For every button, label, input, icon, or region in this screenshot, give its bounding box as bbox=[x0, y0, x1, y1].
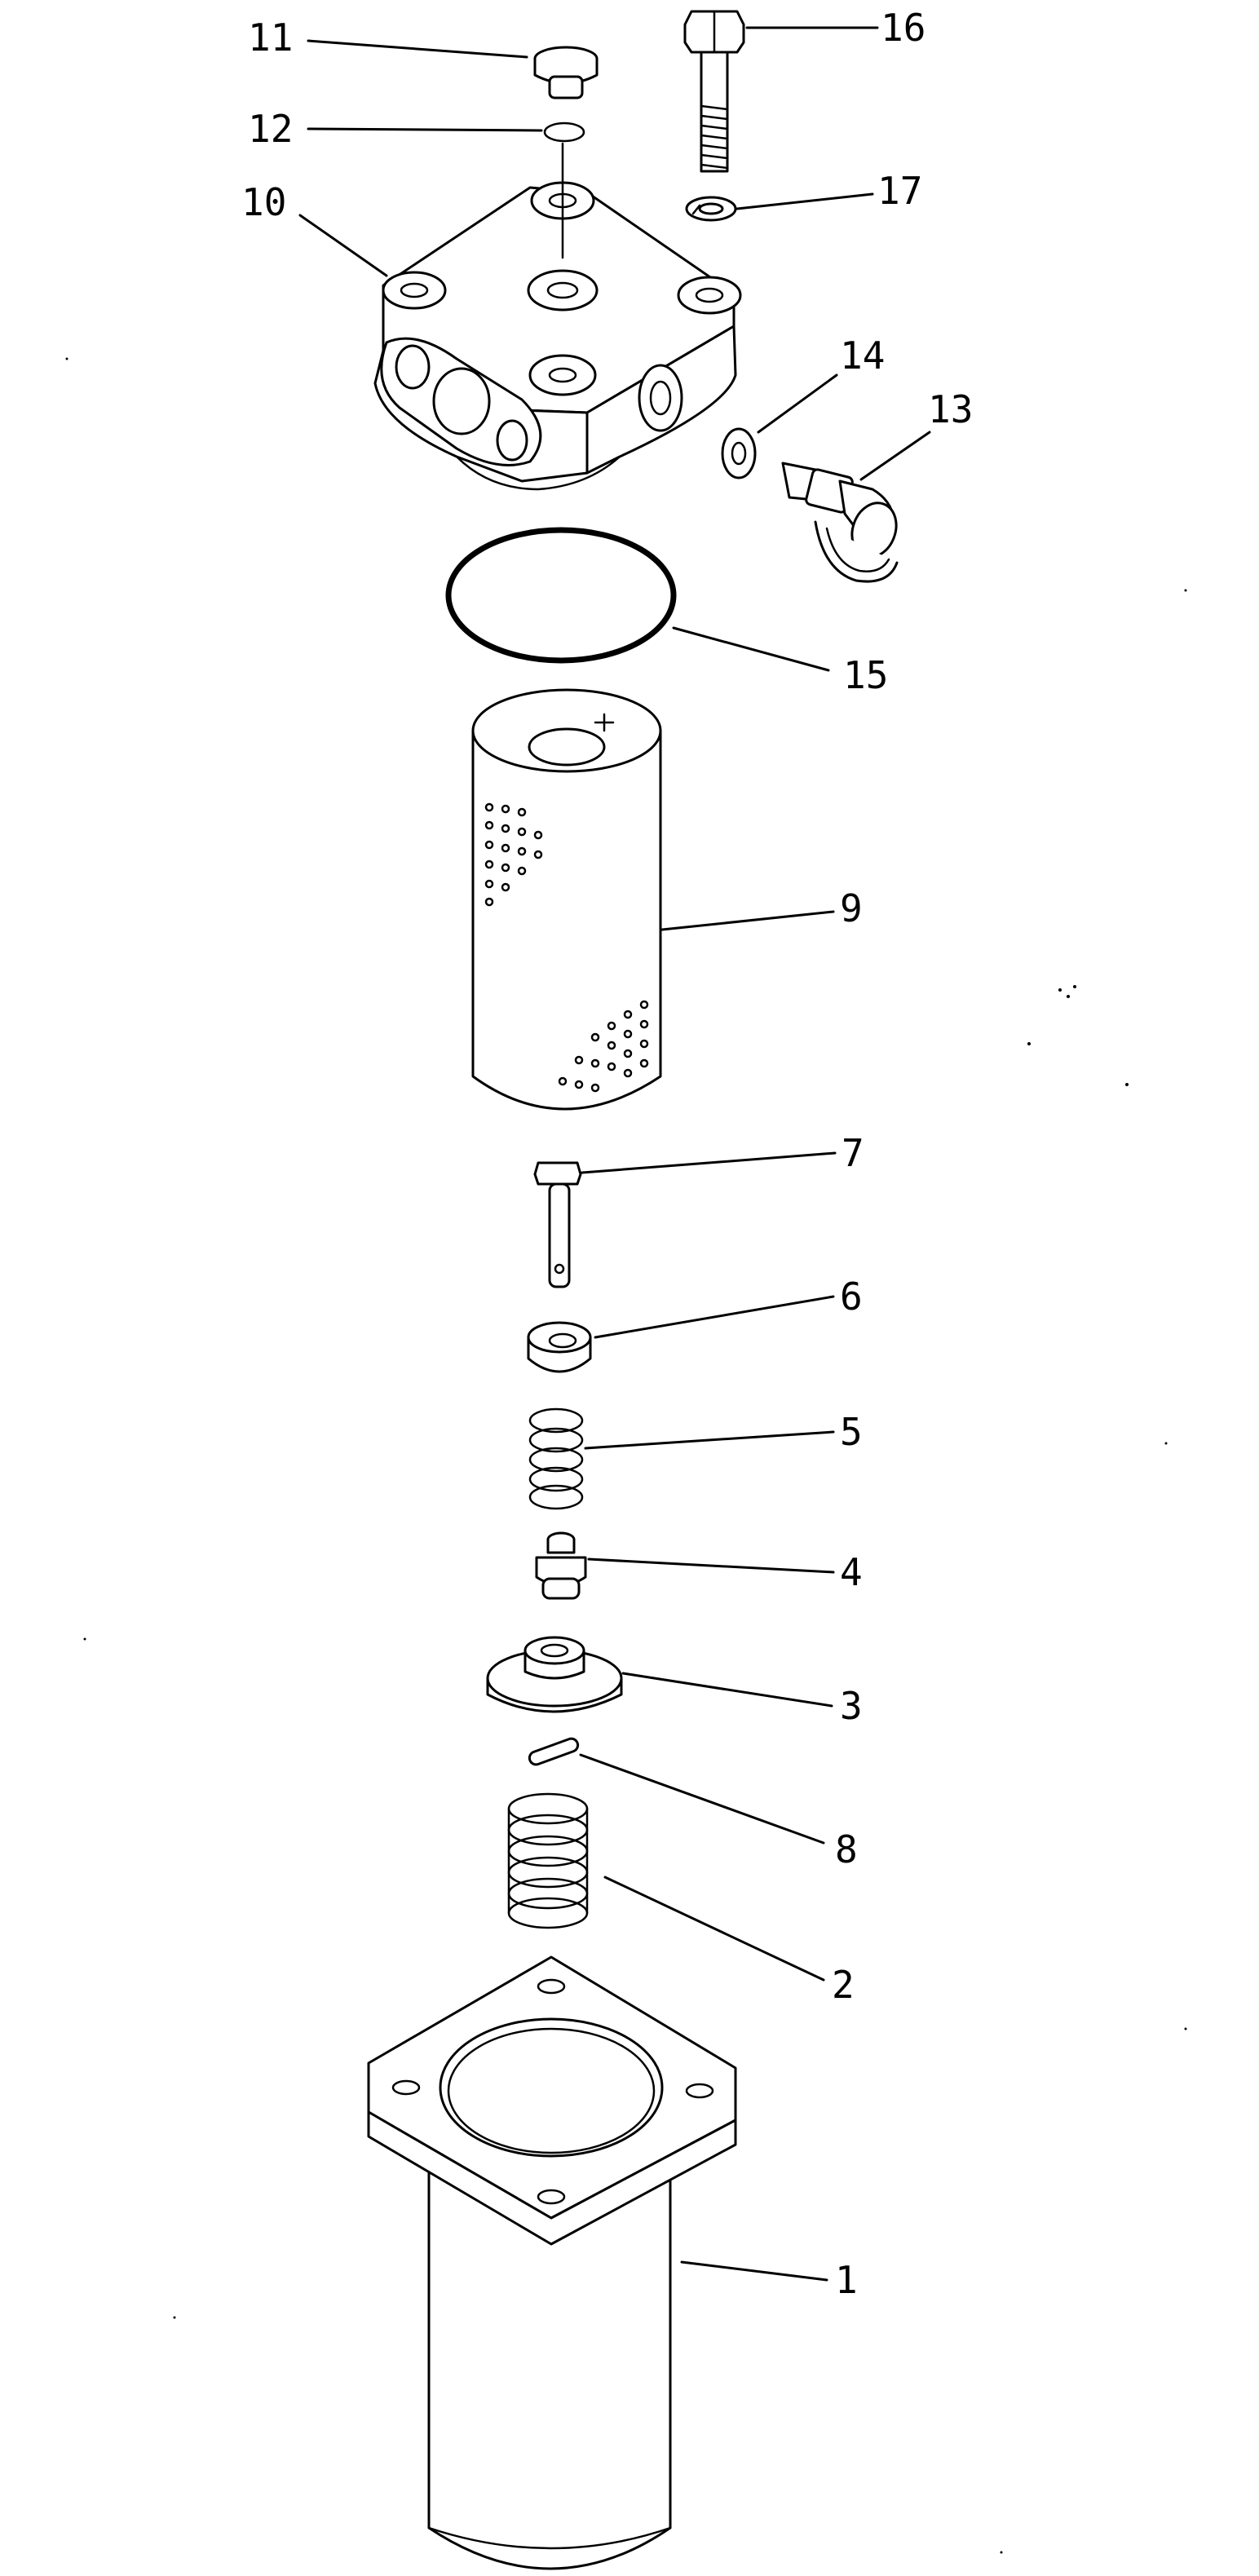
part-10-filter-head bbox=[373, 142, 742, 491]
part-7-pin bbox=[533, 1161, 582, 1288]
part-8-pin-small bbox=[528, 1737, 580, 1766]
part-3-retainer-plate bbox=[486, 1636, 623, 1713]
part-13-sensor-switch bbox=[781, 462, 899, 583]
leader-1 bbox=[680, 2260, 828, 2282]
part-1-filter-case bbox=[367, 1955, 737, 2570]
leader-14 bbox=[757, 373, 838, 434]
part-17-spring-washer bbox=[685, 196, 737, 222]
callout-6: 6 bbox=[840, 1275, 863, 1319]
callout-12: 12 bbox=[248, 107, 293, 151]
part-9-filter-element bbox=[471, 688, 662, 1111]
leader-13 bbox=[859, 431, 931, 481]
part-6-valve-seat bbox=[527, 1321, 592, 1373]
callout-5: 5 bbox=[840, 1410, 863, 1454]
leader-12 bbox=[307, 127, 543, 132]
part-4-valve bbox=[535, 1531, 587, 1600]
perforations-upper bbox=[484, 802, 543, 907]
leader-17 bbox=[736, 192, 874, 210]
callout-13: 13 bbox=[928, 387, 973, 431]
callout-1: 1 bbox=[835, 2258, 858, 2302]
callout-7: 7 bbox=[842, 1131, 864, 1175]
leader-3 bbox=[621, 1672, 833, 1708]
leader-11 bbox=[307, 39, 528, 59]
part-11-plug bbox=[533, 46, 599, 99]
callout-3: 3 bbox=[840, 1684, 863, 1728]
leader-4 bbox=[587, 1558, 835, 1574]
callout-14: 14 bbox=[840, 334, 885, 378]
leader-lines bbox=[298, 26, 931, 2282]
part-14-washer bbox=[721, 427, 757, 479]
callout-15: 15 bbox=[843, 653, 888, 697]
scan-specks bbox=[65, 357, 1187, 2554]
leader-9 bbox=[660, 910, 835, 931]
callout-11: 11 bbox=[248, 15, 293, 60]
callout-10: 10 bbox=[241, 180, 286, 224]
leader-7 bbox=[581, 1151, 837, 1174]
part-15-o-ring-large bbox=[445, 527, 677, 664]
callout-9: 9 bbox=[840, 886, 863, 930]
part-12-o-ring-small bbox=[543, 122, 585, 143]
callout-2: 2 bbox=[832, 1963, 855, 2007]
leader-2 bbox=[603, 1876, 825, 1982]
callout-8: 8 bbox=[835, 1827, 858, 1871]
leader-8 bbox=[579, 1753, 825, 1845]
perforations-lower bbox=[558, 1000, 649, 1093]
leader-6 bbox=[594, 1295, 835, 1339]
leader-5 bbox=[584, 1430, 835, 1450]
callout-4: 4 bbox=[840, 1550, 863, 1594]
callout-17: 17 bbox=[877, 169, 922, 213]
leader-15 bbox=[672, 626, 830, 672]
callout-labels: 11 12 10 16 17 14 13 15 9 7 6 5 4 3 8 2 … bbox=[241, 6, 973, 2302]
part-5-spring-small bbox=[528, 1407, 584, 1510]
leader-10 bbox=[298, 214, 388, 277]
part-16-bolt bbox=[683, 10, 745, 173]
callout-16: 16 bbox=[881, 6, 925, 50]
part-2-spring-large bbox=[507, 1792, 589, 1929]
